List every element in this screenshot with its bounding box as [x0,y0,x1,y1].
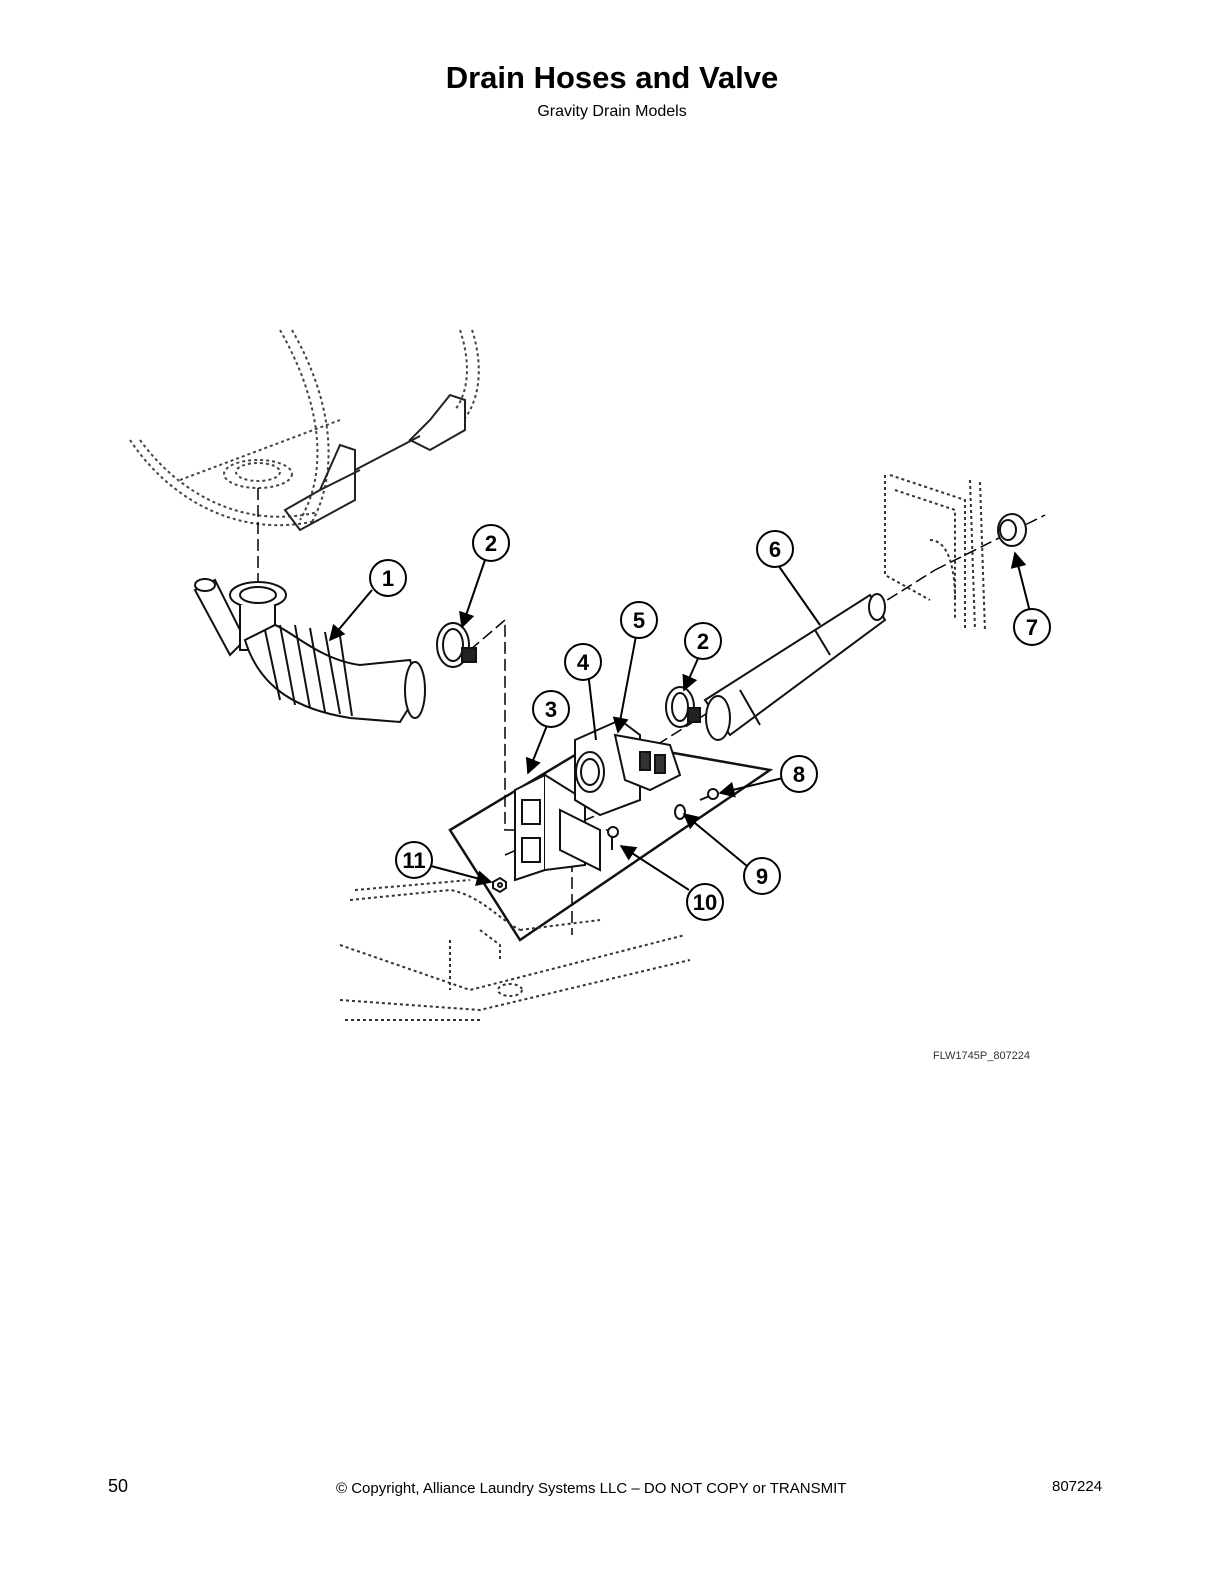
hose-clamp-upper [436,622,477,668]
callout-5-label: 5 [633,608,645,633]
tub-outline [129,329,480,527]
callout-2-lower-label: 2 [697,629,709,654]
callout-10-label: 10 [693,890,717,915]
callout-7-label: 7 [1026,615,1038,640]
callout-2-upper-label: 2 [485,531,497,556]
callout-9: 9 [743,857,781,895]
mounting-plate-outline [448,738,774,942]
tub-bracket [283,393,466,532]
callout-2-lower: 2 [684,622,722,660]
grommet [997,513,1027,547]
washer-part-9 [674,804,686,820]
callout-1: 1 [369,559,407,597]
drain-hose-bellows [193,578,426,724]
callout-4-label: 4 [577,650,590,675]
nut-part-11 [492,876,507,894]
callout-1-label: 1 [382,566,394,591]
callout-10: 10 [686,883,724,921]
callout-11-label: 11 [402,848,425,873]
callout-2-upper: 2 [472,524,510,562]
valve-bracket [514,773,601,882]
callout-6-label: 6 [769,537,781,562]
screw-part-10 [607,826,619,850]
drain-valve [574,718,682,817]
copyright-notice: © Copyright, Alliance Laundry Systems LL… [336,1480,847,1497]
callout-8: 8 [780,755,818,793]
callout-11: 11 [395,841,433,879]
callout-5: 5 [620,601,658,639]
page-number: 50 [108,1476,129,1496]
callout-4: 4 [564,643,602,681]
cabinet-base [339,879,691,1021]
hose-clamp-lower [665,686,701,728]
cabinet-wall [884,474,986,633]
callout-3-label: 3 [545,697,557,722]
callout-8-label: 8 [793,762,805,787]
drawing-id: FLW1745P_807224 [933,1050,1031,1062]
page-title: Drain Hoses and Valve [445,60,779,95]
callout-7: 7 [1013,608,1051,646]
document-number: 807224 [1052,1478,1103,1495]
callout-9-label: 9 [756,864,768,889]
callout-6: 6 [756,530,794,568]
drain-hose-straight [703,593,887,741]
screw-part-8 [699,788,719,801]
page-subtitle: Gravity Drain Models [537,103,687,120]
leader-lines [328,551,1031,891]
callout-3: 3 [532,690,570,728]
